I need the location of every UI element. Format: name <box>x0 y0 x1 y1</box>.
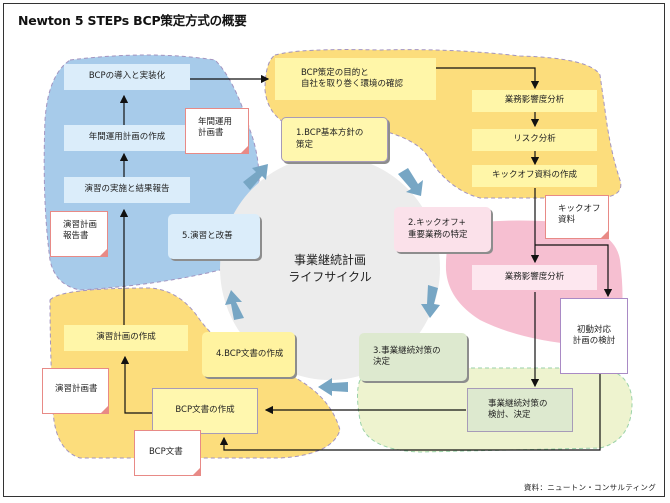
page-fold-icon <box>600 230 609 239</box>
doc-annual-plan-label: 年間運用 計画書 <box>198 117 233 139</box>
box-initial-response: 初動対応 計画の検討 <box>560 298 628 374</box>
doc-kickoff-label: キックオフ 資料 <box>558 204 601 226</box>
diagram-title: Newton 5 STEPs BCP策定方式の概要 <box>18 13 247 28</box>
cycle-arrow-4-5 <box>225 290 244 320</box>
box-risk-analysis: リスク分析 <box>472 129 597 151</box>
cycle-circle <box>220 156 440 380</box>
arrow-initial-to-bcpdoc <box>219 372 601 451</box>
doc-exercise-plan-label: 演習計画書 <box>55 384 98 394</box>
doc-exercise-plan-report: 演習計画 報告書 <box>50 211 108 257</box>
step-2: 2.キックオフ+ 重要業務の特定 <box>394 207 491 252</box>
step-3: 3.事業継続対策の 決定 <box>359 333 467 381</box>
box-bcp-implement: BCPの導入と実装化 <box>64 64 190 90</box>
page-fold-icon <box>99 248 108 257</box>
doc-kickoff: キックオフ 資料 <box>545 195 609 239</box>
cycle-arrow-1-2 <box>398 168 423 196</box>
doc-exercise-plan: 演習計画書 <box>42 368 109 414</box>
page-fold-icon <box>100 405 109 414</box>
cycle-arrow-5-1 <box>243 164 268 190</box>
arrow-to-initial-response <box>535 244 613 298</box>
arrow-purpose-to-bia <box>436 67 540 90</box>
step-5: 5.演習と改善 <box>168 214 260 259</box>
box-bcp-doc-create: BCP文書の作成 <box>152 388 258 434</box>
box-exercise-report: 演習の実施と結果報告 <box>64 177 190 203</box>
box-continuity-measures: 事業継続対策の 検討、決定 <box>467 388 573 432</box>
doc-bcp: BCP文書 <box>134 430 201 476</box>
arrow-bcpdoc-to-plan <box>120 355 152 414</box>
source-credit: 資料：ニュートン・コンサルティング <box>523 483 656 492</box>
box-bia-2: 業務影響度分析 <box>472 265 597 290</box>
box-bcp-purpose: BCP策定の目的と 自社を取り巻く環境の確認 <box>275 58 436 100</box>
center-label: 事業継続計画 ライフサイクル <box>288 253 372 285</box>
doc-annual-plan: 年間運用 計画書 <box>185 108 249 154</box>
doc-exercise-plan-report-label: 演習計画 報告書 <box>63 220 98 242</box>
page-fold-icon <box>240 145 249 154</box>
box-exercise-plan: 演習計画の作成 <box>64 325 188 351</box>
box-annual-plan: 年間運用計画の作成 <box>64 125 190 151</box>
page-fold-icon <box>192 467 201 476</box>
step-1: 1.BCP基本方針の 策定 <box>281 117 388 162</box>
doc-bcp-label: BCP文書 <box>149 447 183 457</box>
cycle-arrow-3-4 <box>318 378 348 396</box>
step-4: 4.BCP文書の作成 <box>202 332 295 377</box>
box-kickoff-material: キックオフ資料の作成 <box>472 165 597 187</box>
box-bia-1: 業務影響度分析 <box>472 90 597 112</box>
diagram-frame <box>3 3 665 497</box>
cycle-arrow-2-3 <box>421 285 440 318</box>
